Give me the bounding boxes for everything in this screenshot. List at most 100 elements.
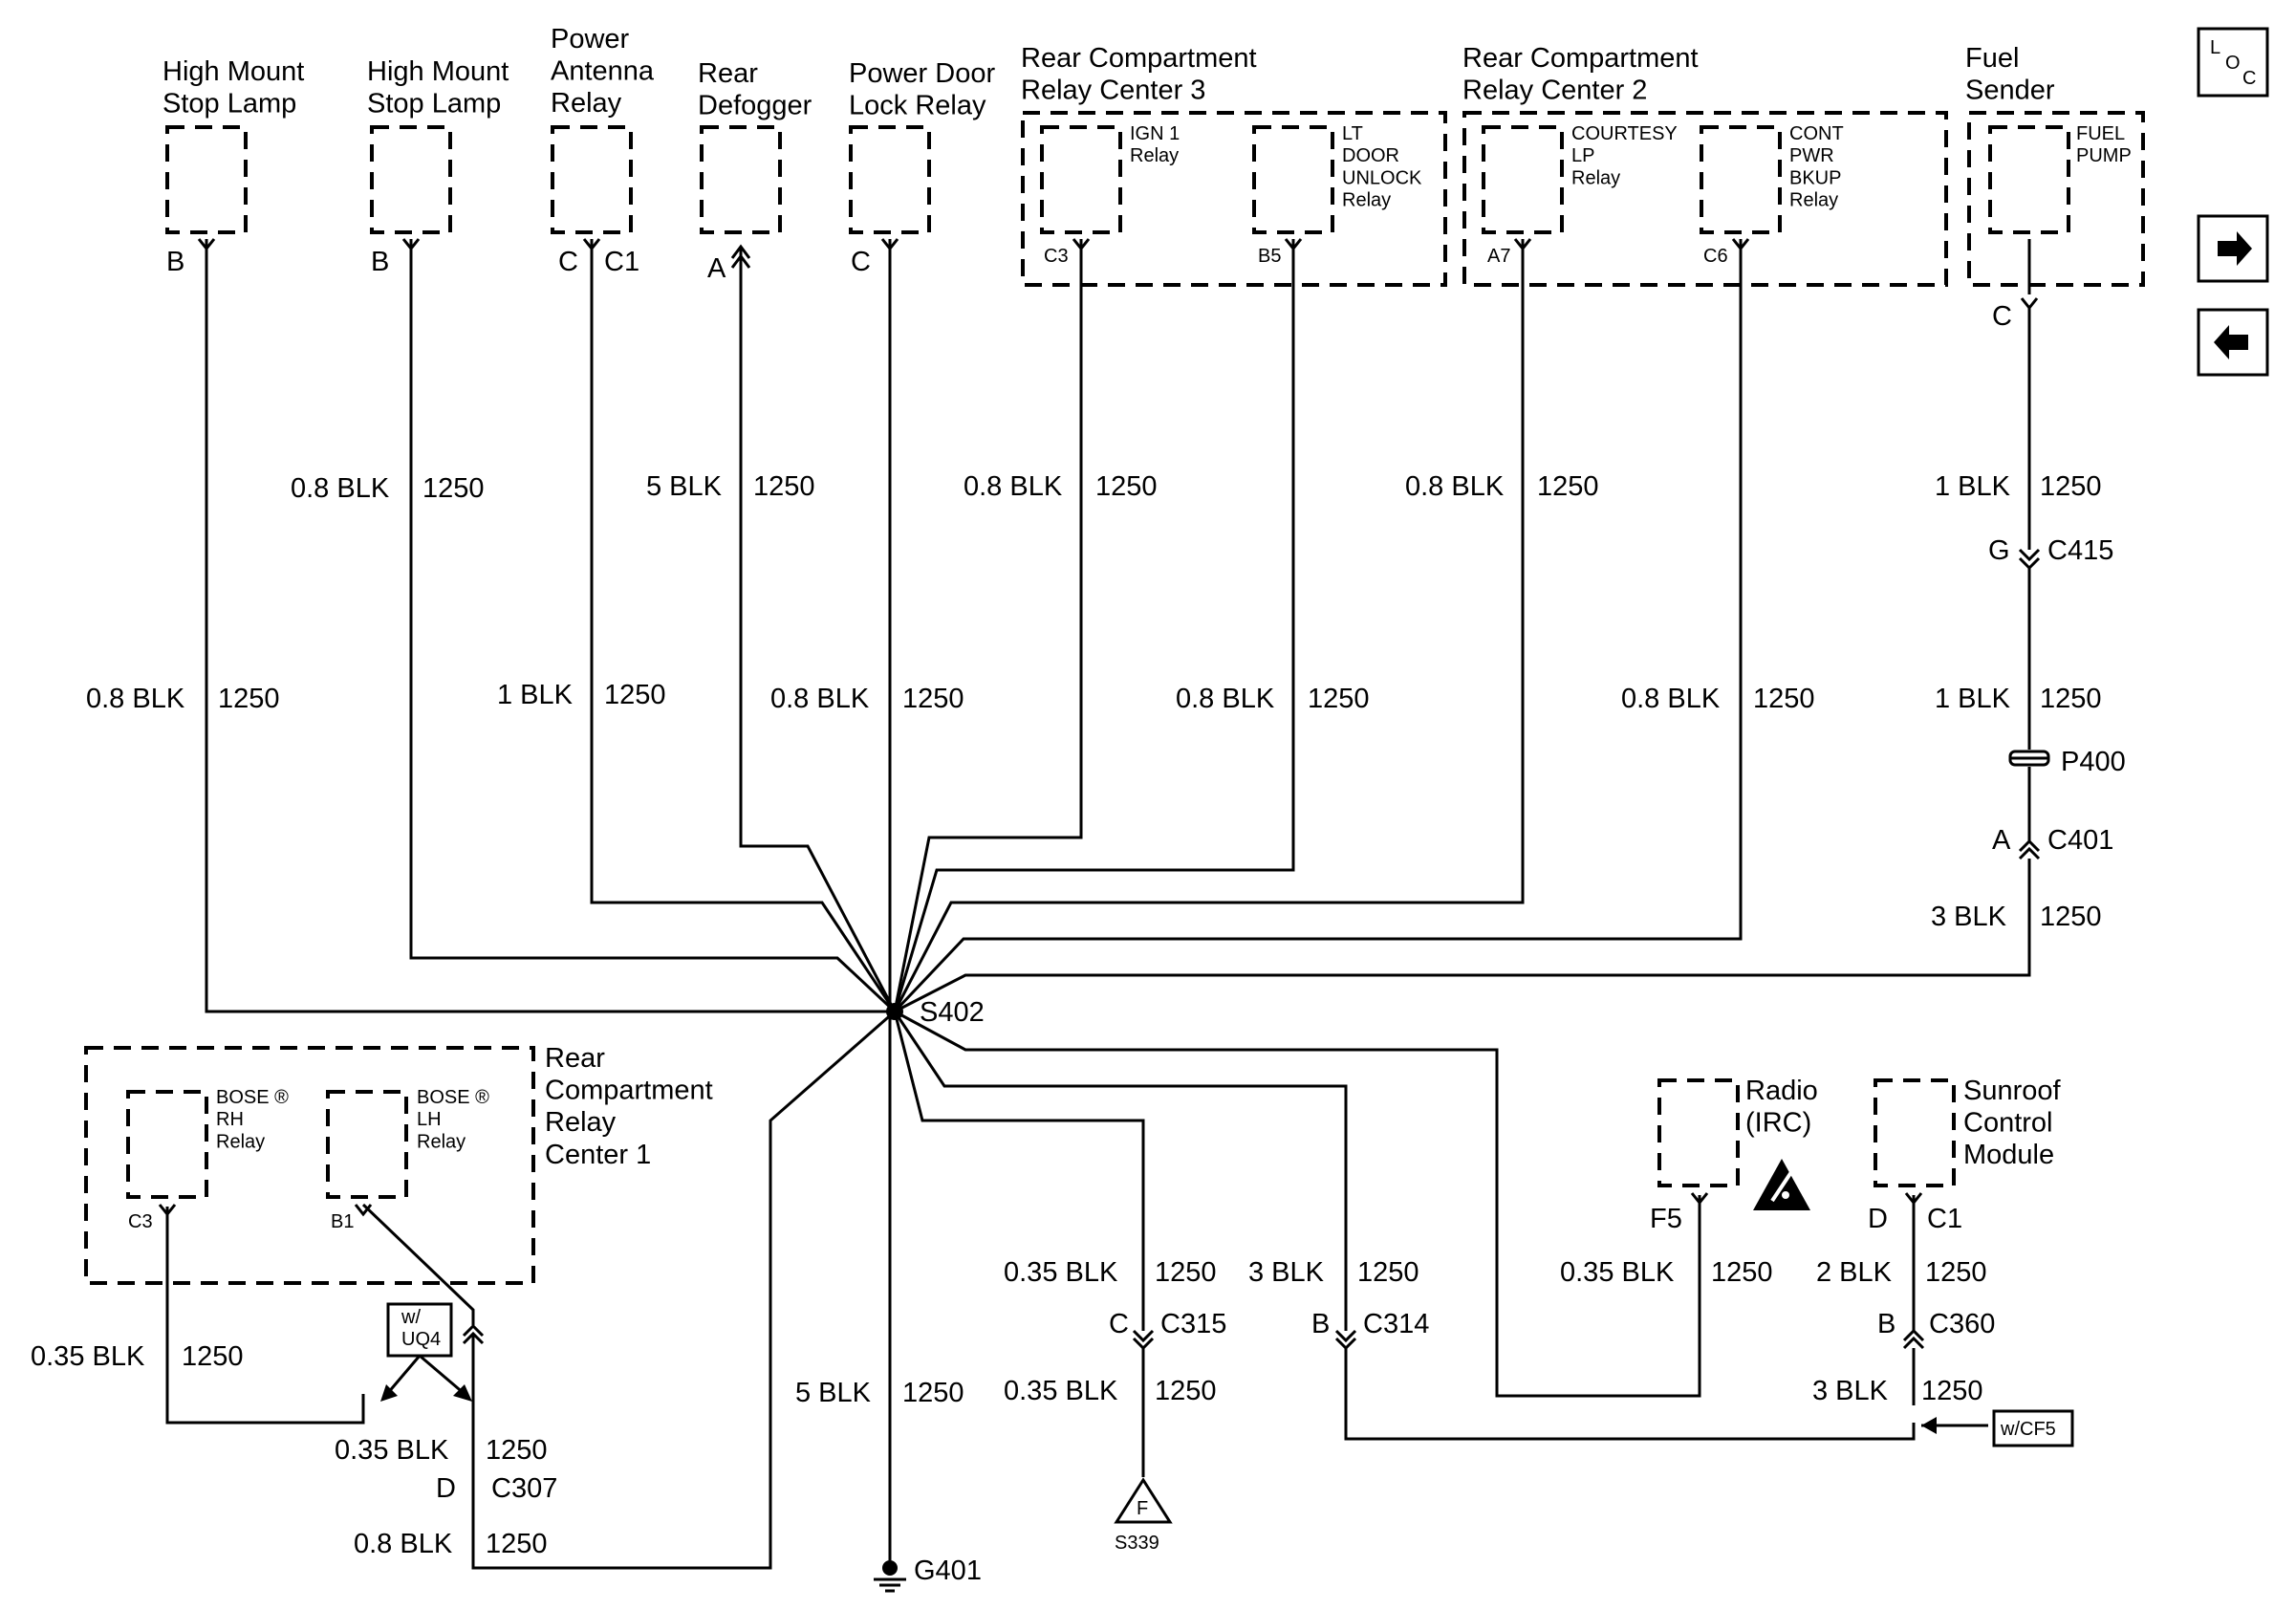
svg-text:B: B bbox=[1877, 1309, 1895, 1339]
arrow-left-icon bbox=[2214, 325, 2248, 359]
connector-c401: A C401 bbox=[1992, 825, 2113, 860]
bose-lh-relay-box bbox=[326, 1090, 408, 1199]
svg-text:C: C bbox=[1109, 1309, 1129, 1339]
svg-text:1250: 1250 bbox=[1155, 1376, 1217, 1406]
splice-s402-dot bbox=[886, 1003, 903, 1020]
hmsl2-pin: B bbox=[371, 247, 389, 277]
svg-text:5 BLK: 5 BLK bbox=[795, 1378, 872, 1408]
arrow-right-icon bbox=[2218, 231, 2252, 266]
option-uq4: w/UQ4 bbox=[380, 1302, 472, 1402]
svg-text:1250: 1250 bbox=[604, 680, 666, 710]
fuel-sender-box bbox=[1967, 111, 2145, 287]
svg-text:1250: 1250 bbox=[1308, 684, 1370, 714]
ground-g401: G401 bbox=[874, 1556, 982, 1593]
sunroof-pin-d: D bbox=[1868, 1204, 1888, 1234]
radio-box bbox=[1657, 1078, 1740, 1187]
antenna-box bbox=[551, 125, 633, 234]
svg-text:1 BLK: 1 BLK bbox=[497, 680, 574, 710]
svg-text:0.35 BLK: 0.35 BLK bbox=[31, 1341, 145, 1372]
radio-pin: F5 bbox=[1650, 1204, 1682, 1234]
svg-text:w/UQ4: w/UQ4 bbox=[401, 1307, 441, 1350]
svg-text:B: B bbox=[1311, 1309, 1330, 1339]
esd-sensitive-icon bbox=[1753, 1159, 1810, 1210]
svg-text:0.8 BLK: 0.8 BLK bbox=[964, 471, 1063, 502]
hmsl1-pin: B bbox=[166, 247, 184, 277]
svg-text:1250: 1250 bbox=[2040, 471, 2102, 502]
svg-text:5 BLK: 5 BLK bbox=[646, 471, 723, 502]
svg-text:1250: 1250 bbox=[422, 473, 485, 504]
locator-button[interactable]: L O C bbox=[2197, 27, 2269, 98]
defogger-pin: A bbox=[707, 253, 726, 284]
bose-lh-pin: B1 bbox=[331, 1211, 354, 1232]
fuel-pin: C bbox=[1992, 301, 2012, 332]
svg-text:C314: C314 bbox=[1363, 1309, 1429, 1339]
svg-text:C415: C415 bbox=[2047, 535, 2113, 566]
svg-text:0.8 BLK: 0.8 BLK bbox=[770, 684, 870, 714]
svg-text:0.8 BLK: 0.8 BLK bbox=[1405, 471, 1505, 502]
splice-s402-label: S402 bbox=[920, 997, 985, 1028]
svg-text:1250: 1250 bbox=[753, 471, 815, 502]
svg-text:1 BLK: 1 BLK bbox=[1935, 684, 2011, 714]
svg-text:C401: C401 bbox=[2047, 825, 2113, 856]
next-page-button[interactable] bbox=[2197, 214, 2269, 283]
svg-text:1250: 1250 bbox=[486, 1529, 548, 1559]
svg-text:C: C bbox=[2242, 68, 2256, 89]
doorlock-pin: C bbox=[851, 247, 871, 277]
splice-s339: F S339 bbox=[1114, 1477, 1173, 1554]
svg-text:0.8 BLK: 0.8 BLK bbox=[354, 1529, 453, 1559]
svg-text:1250: 1250 bbox=[1925, 1257, 1987, 1288]
svg-text:1250: 1250 bbox=[902, 1378, 964, 1408]
svg-text:S339: S339 bbox=[1115, 1533, 1159, 1554]
svg-text:A: A bbox=[1992, 825, 2011, 856]
svg-text:0.8 BLK: 0.8 BLK bbox=[1176, 684, 1275, 714]
svg-text:D: D bbox=[436, 1473, 456, 1504]
ign1-relay-box bbox=[1040, 125, 1122, 234]
svg-text:1 BLK: 1 BLK bbox=[1935, 471, 2011, 502]
svg-text:3 BLK: 3 BLK bbox=[1931, 902, 2007, 932]
option-cf5: w/CF5 bbox=[1992, 1409, 2074, 1447]
svg-text:F: F bbox=[1137, 1498, 1148, 1519]
svg-text:1250: 1250 bbox=[1155, 1257, 1217, 1288]
svg-text:L: L bbox=[2210, 37, 2220, 58]
rcrc2-box bbox=[1462, 111, 1948, 287]
svg-text:1250: 1250 bbox=[2040, 902, 2102, 932]
svg-text:0.35 BLK: 0.35 BLK bbox=[1004, 1257, 1118, 1288]
svg-text:P400: P400 bbox=[2061, 747, 2126, 777]
ign1-pin: C3 bbox=[1044, 246, 1069, 267]
courtesy-relay-box bbox=[1482, 125, 1564, 234]
svg-text:3 BLK: 3 BLK bbox=[1812, 1376, 1889, 1406]
bose-rh-relay-box bbox=[126, 1090, 208, 1199]
svg-text:0.35 BLK: 0.35 BLK bbox=[1004, 1376, 1118, 1406]
svg-text:0.35 BLK: 0.35 BLK bbox=[1560, 1257, 1675, 1288]
svg-text:1250: 1250 bbox=[902, 684, 964, 714]
svg-text:C360: C360 bbox=[1929, 1309, 1995, 1339]
svg-text:1250: 1250 bbox=[486, 1435, 548, 1466]
hmsl1-box bbox=[165, 125, 248, 234]
previous-page-button[interactable] bbox=[2197, 308, 2269, 377]
lt-door-relay-box bbox=[1252, 125, 1334, 234]
connector-c415: G C415 bbox=[1988, 535, 2113, 571]
svg-text:1250: 1250 bbox=[1921, 1376, 1983, 1406]
svg-text:G401: G401 bbox=[914, 1556, 982, 1586]
terminal-symbols bbox=[197, 237, 2039, 310]
courtesy-pin: A7 bbox=[1487, 246, 1510, 267]
antenna-pin-c1: C1 bbox=[604, 247, 639, 277]
wire-labels: 0.8 BLK 1250 0.8 BLK 1250 1 BLK 1250 5 B… bbox=[31, 471, 2102, 1559]
svg-text:1250: 1250 bbox=[218, 684, 280, 714]
radio-label: Radio(IRC) bbox=[1745, 1076, 1818, 1139]
svg-text:0.8 BLK: 0.8 BLK bbox=[86, 684, 185, 714]
connector-c360: B C360 bbox=[1877, 1309, 1995, 1350]
bose-rh-pin: C3 bbox=[128, 1211, 153, 1232]
svg-text:G: G bbox=[1988, 535, 2010, 566]
